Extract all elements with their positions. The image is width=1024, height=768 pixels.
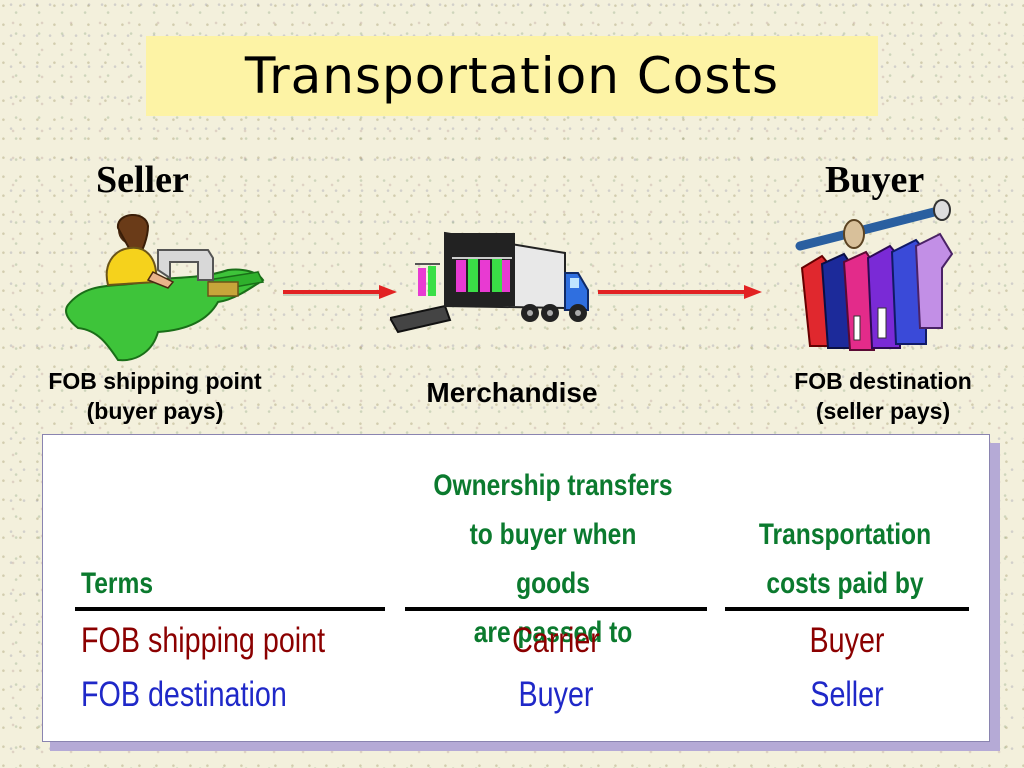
caption-right-line1: FOB destination (794, 368, 972, 394)
terms-table: Terms Ownership transfers to buyer when … (42, 434, 990, 742)
table-row-2-paid-by: Seller (810, 675, 884, 714)
arrow-right-icon (598, 282, 764, 302)
caption-right-line2: (seller pays) (815, 398, 951, 424)
arrow-right-icon (283, 282, 399, 302)
header-rule-paid-by (725, 607, 969, 611)
seller-label: Seller (96, 159, 189, 201)
clothes-rack-icon (792, 198, 957, 358)
table-row-2-terms: FOB destination (81, 675, 287, 714)
caption-left-line2: (buyer pays) (86, 398, 224, 424)
caption-fob-shipping-point: FOB shipping point (buyer pays) (14, 366, 296, 426)
header-rule-terms (75, 607, 385, 611)
header-paid-by-line2: costs paid by (766, 567, 924, 600)
header-terms: Terms (81, 567, 154, 600)
table-row-1-ownership: Carrier (512, 621, 600, 660)
header-ownership-line2: to buyer when goods (469, 518, 637, 600)
table-row-2-ownership: Buyer (518, 675, 594, 714)
header-paid-by: Transportation costs paid by (723, 510, 967, 608)
header-ownership: Ownership transfers to buyer when goods … (403, 461, 703, 657)
header-ownership-line1: Ownership transfers (433, 469, 673, 502)
seamstress-icon (58, 210, 268, 370)
caption-merchandise: Merchandise (426, 377, 598, 408)
buyer-label: Buyer (825, 159, 925, 201)
title-banner: Transportation Costs (146, 36, 878, 116)
table-row-1-paid-by: Buyer (809, 621, 885, 660)
delivery-truck-icon (388, 228, 590, 338)
table-row-1-terms: FOB shipping point (81, 621, 326, 660)
header-rule-ownership (405, 607, 707, 611)
caption-fob-destination: FOB destination (seller pays) (752, 366, 1014, 426)
header-paid-by-line1: Transportation (758, 518, 932, 551)
caption-left-line1: FOB shipping point (48, 368, 262, 394)
header-ownership-line3: are passed to (473, 616, 633, 649)
slide-title: Transportation Costs (244, 47, 780, 105)
